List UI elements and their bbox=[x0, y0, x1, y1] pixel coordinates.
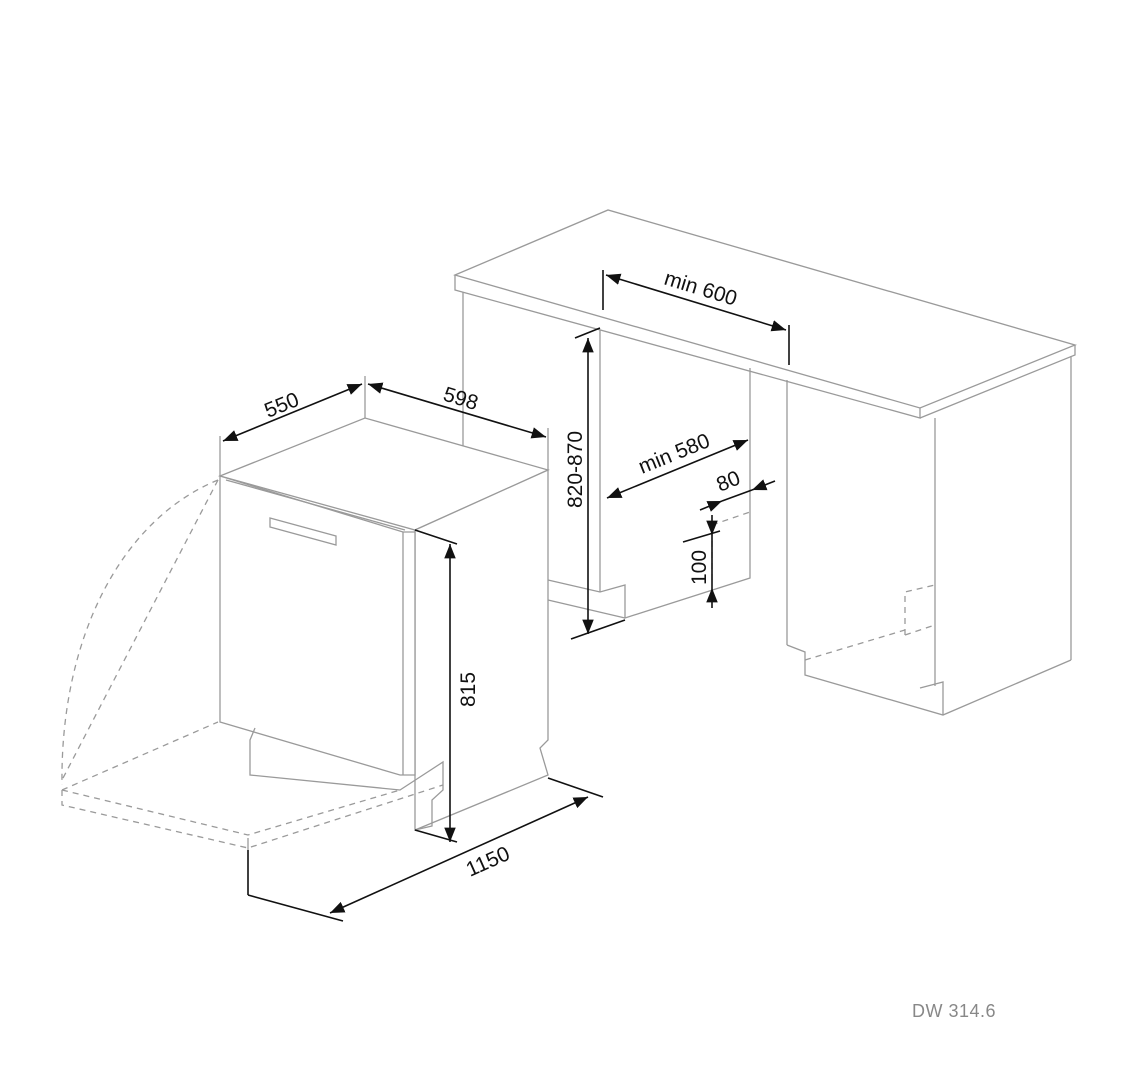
dishwasher-side bbox=[414, 468, 549, 831]
label-815: 815 bbox=[457, 672, 480, 707]
label-100: 100 bbox=[688, 550, 711, 585]
door-handle bbox=[269, 517, 337, 546]
dim-1150 bbox=[329, 796, 589, 914]
label-1150: 1150 bbox=[463, 842, 514, 881]
countertop-top bbox=[453, 209, 1077, 409]
dimension-lines bbox=[219, 270, 790, 922]
label-80: 80 bbox=[713, 467, 743, 497]
dim-598 bbox=[367, 382, 547, 439]
dim-min600 bbox=[605, 273, 787, 332]
dishwasher bbox=[61, 417, 550, 850]
label-550: 550 bbox=[261, 388, 302, 422]
model-label: DW 314.6 bbox=[912, 1001, 997, 1021]
label-820-870: 820-870 bbox=[564, 431, 587, 508]
dim-min580 bbox=[606, 439, 749, 499]
label-min580: min 580 bbox=[635, 429, 713, 478]
dim-550 bbox=[222, 383, 363, 442]
label-598: 598 bbox=[441, 383, 481, 415]
